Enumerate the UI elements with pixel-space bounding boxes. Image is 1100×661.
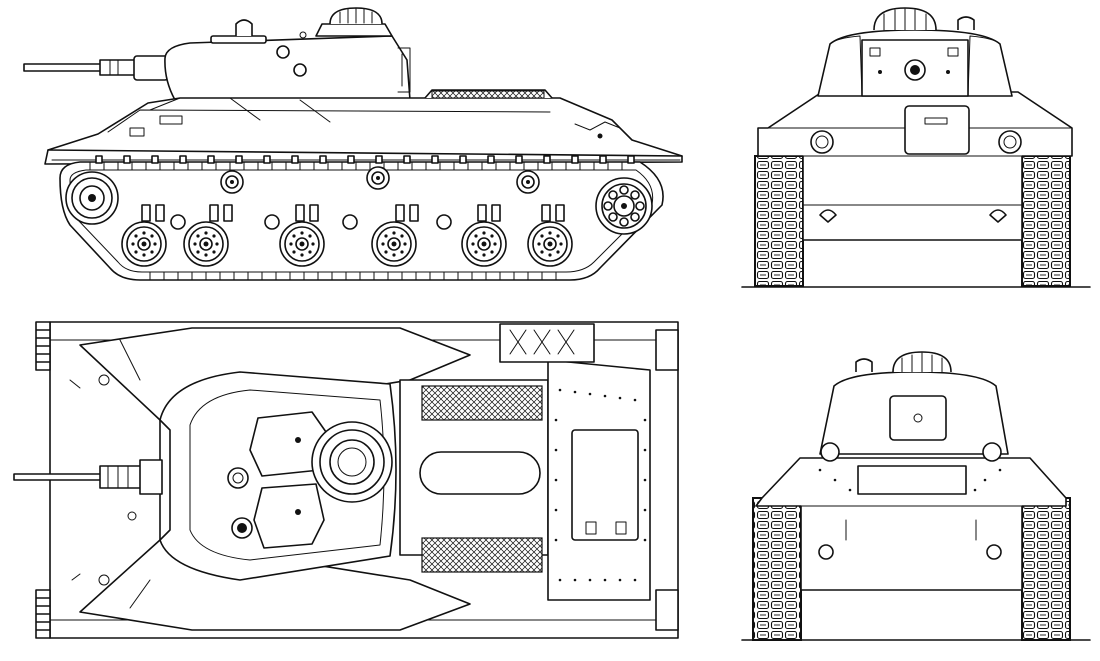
drive-sprocket (595, 177, 653, 235)
stowage-box (499, 323, 595, 363)
front-headlights (810, 130, 1022, 154)
road-wheels (121, 214, 573, 267)
top-grille-lower (421, 537, 543, 573)
idler-wheel (65, 171, 119, 225)
top-cupola (311, 421, 393, 503)
main-gun (23, 55, 169, 81)
front-left-track (754, 155, 804, 287)
turret-rear-hatch (889, 395, 947, 441)
front-view (741, 7, 1091, 288)
top-main-gun (13, 459, 163, 495)
hull (44, 89, 683, 165)
engine-access-panel (419, 451, 541, 495)
rear-left-track (752, 497, 802, 641)
driver-hatch (904, 105, 970, 155)
suspension-arms (141, 204, 565, 222)
top-view (13, 321, 679, 639)
side-view (23, 7, 683, 281)
rear-view (741, 351, 1091, 641)
rear-access-hatch (571, 429, 639, 541)
loader-hatch (253, 483, 325, 549)
front-right-track (1021, 155, 1071, 287)
rear-right-track (1021, 497, 1071, 641)
rear-grille-cover (857, 465, 967, 495)
top-grille-upper (421, 385, 543, 421)
top-turret (159, 371, 397, 581)
turret (164, 7, 411, 101)
